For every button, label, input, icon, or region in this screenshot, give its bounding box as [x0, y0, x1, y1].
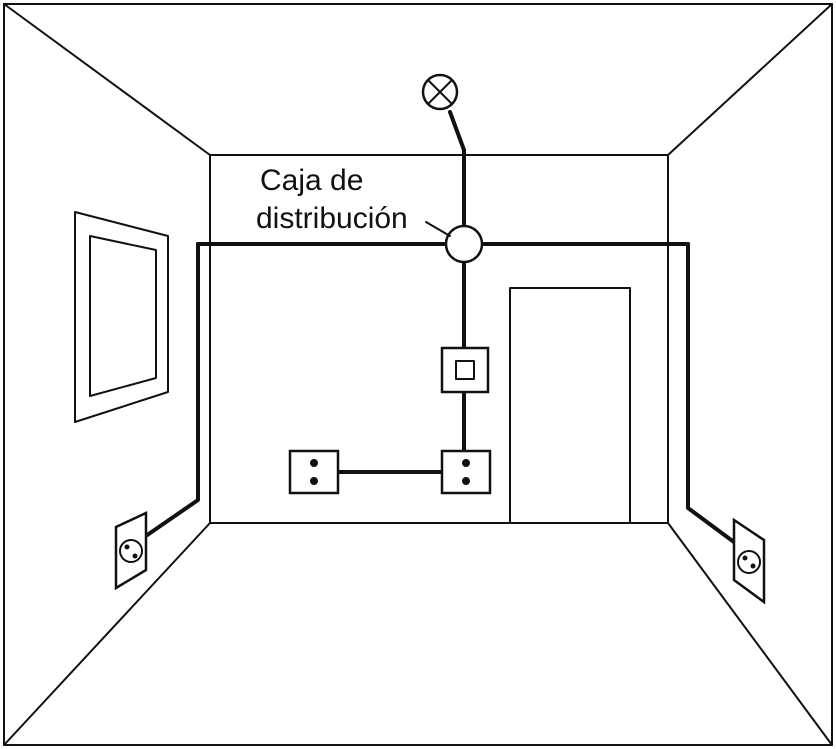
wire-right-down: [686, 242, 744, 550]
right-wall-socket-icon: [732, 517, 766, 605]
floor-edge-left: [3, 522, 211, 746]
label-leader-line: [425, 221, 451, 237]
outlet-left-icon: [288, 449, 340, 495]
left-wall-socket-icon: [114, 511, 148, 591]
ceiling-edge-left: [3, 3, 211, 156]
window: [74, 211, 169, 423]
wire-to-lamp: [448, 110, 466, 228]
door: [509, 287, 631, 524]
lamp-icon: [421, 73, 459, 111]
label-line-1: Caja de: [260, 164, 363, 197]
back-wall: [209, 154, 669, 524]
wire-left-down: [138, 242, 200, 542]
room-frame: [3, 3, 833, 746]
distribution-box-label: Caja de distribución: [256, 164, 451, 237]
ceiling-edge-right: [667, 3, 833, 156]
distribution-box-icon: [444, 224, 484, 264]
outlet-right-icon: [440, 449, 492, 495]
floor-edge-right: [667, 522, 833, 746]
label-line-2: distribución: [256, 202, 408, 235]
light-switch-icon: [440, 346, 490, 394]
wiring: [138, 110, 744, 550]
